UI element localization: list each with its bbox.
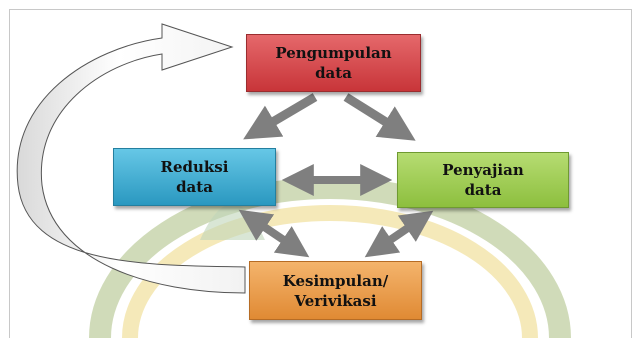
arrow-pengumpulan-to-reduksi xyxy=(243,93,318,140)
node-label-line: Penyajian xyxy=(442,161,524,179)
arrow-penyajian-kesimpulan xyxy=(364,210,434,258)
loop-back-arrow xyxy=(16,23,246,294)
node-label-line: Kesimpulan/ xyxy=(282,271,389,290)
node-label-line: data xyxy=(464,181,502,199)
node-label-line: data xyxy=(315,64,352,82)
node-label-line: data xyxy=(176,178,213,196)
node-label-line: Verivikasi xyxy=(294,291,377,310)
node-penyajian-data: Penyajian data xyxy=(397,152,569,208)
arrow-pengumpulan-to-penyajian xyxy=(343,93,416,141)
node-label-line: Reduksi xyxy=(160,158,229,176)
arrow-reduksi-kesimpulan xyxy=(238,209,310,258)
node-label-line: Pengumpulan xyxy=(275,44,392,62)
figure-frame xyxy=(9,9,632,338)
node-pengumpulan-data: Pengumpulan data xyxy=(246,34,421,92)
node-kesimpulan-verivikasi: Kesimpulan/ Verivikasi xyxy=(249,261,422,320)
node-reduksi-data: Reduksi data xyxy=(113,148,276,206)
